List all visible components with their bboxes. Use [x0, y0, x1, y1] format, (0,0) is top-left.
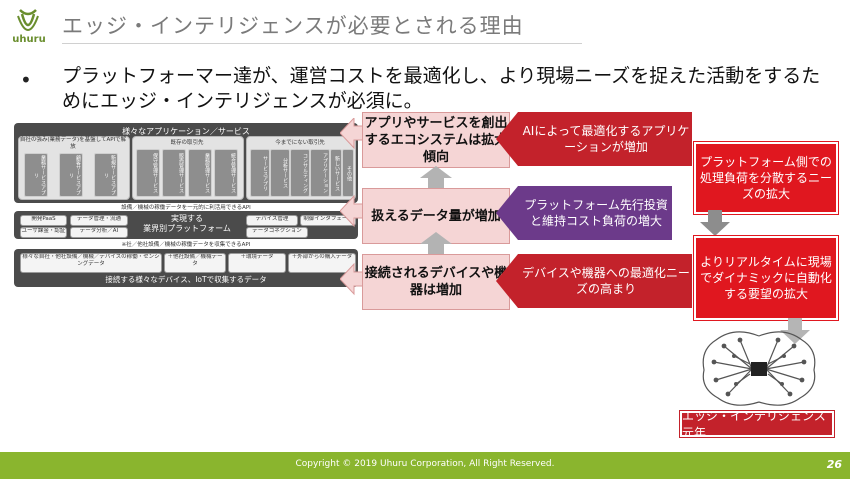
platform-item: 開発PaaS [20, 215, 67, 226]
app-column: 統合管理サービス [214, 149, 238, 197]
down-arrow-icon [780, 318, 810, 344]
page-number: 26 [826, 458, 842, 471]
down-arrow-icon [700, 210, 730, 236]
edge-intelligence-badge: エッジ・インテリジェンス元年 [679, 409, 835, 440]
group-label-existing: 既存の取引先 [170, 140, 204, 146]
footer-bar [0, 452, 850, 479]
devices-box: 接続されるデバイスや機器は増加 [362, 254, 510, 310]
platform-cost-arrow-label: プラットフォーム先行投資と維持コスト負荷の増大 [524, 198, 668, 228]
realtime-automation-box: よりリアルタイムに現場でダイナミックに自動化する要望の拡大 [693, 235, 839, 321]
app-column: 販売管理サービス [162, 149, 186, 197]
device-layer-title: 接続する様々なデバイス、IoTで収集するデータ [105, 275, 267, 284]
footer-copyright: Copyright © 2019 Uhuru Corporation, All … [295, 459, 555, 469]
platform-item: データ分析／AI [70, 227, 128, 238]
ai-apps-arrow-label: AIによって最適化するアプリケーションが増加 [522, 124, 690, 154]
group-label-own: 自社の強み(業務データ)を基盤してAPIで解放 [19, 137, 127, 150]
application-layer-title: 様々なアプリケーション／サービス [122, 127, 250, 136]
app-column: 分析サービス [270, 149, 290, 197]
logo-text: uhuru [12, 34, 46, 45]
device-optimization-arrow-label: デバイスや機器への最適化ニーズの高まり [522, 266, 690, 296]
architecture-diagram: 様々なアプリケーション／サービス 自社の強み(業務データ)を基盤してAPIで解放… [14, 123, 358, 288]
device-box: ＋外部からの購入データ [288, 253, 356, 273]
arrow-shapes-icon [496, 112, 692, 308]
app-column: サービスアプリ [250, 149, 270, 197]
app-column: 顧客サービスアプリ [59, 153, 83, 197]
app-column: 新規サービスアプリ [94, 153, 118, 197]
slide-title: エッジ・インテリジェンスが必要とされる理由 [62, 14, 524, 38]
api-strip-bottom: ※社／他社設備／機械の稼働データを収集できるAPI [121, 242, 251, 248]
bullet-text: プラットフォーマー達が、運営コストを最適化し、より現場ニーズを捉えた活動をするた… [62, 65, 821, 112]
up-arrows-icon [420, 166, 452, 254]
ai-brain-chip-icon [702, 331, 816, 406]
platform-item: データコネクション [246, 227, 308, 238]
app-column: その他 [342, 149, 354, 197]
bullet-marker: • [20, 68, 32, 92]
app-column: コンサルティング [290, 149, 310, 197]
ecosystem-box: アプリやサービスを創出するエコシステムは拡大傾向 [362, 112, 510, 168]
platform-item: データ管理・流通 [70, 215, 128, 226]
device-box: ＋他社設備／機械データ [164, 253, 226, 273]
title-divider [62, 43, 582, 44]
group-label-new: 今までにない取引先 [275, 140, 325, 146]
app-column: 新しいサービス [330, 149, 342, 197]
platform-title: 実現する 業界別プラットフォーム [143, 214, 231, 233]
platform-item: 制御インタフェース [300, 215, 356, 226]
platform-item: ユーザ課金・認証 [20, 227, 67, 238]
app-column: 業務サービスアプリ [24, 153, 48, 197]
device-box: ＋環境データ [228, 253, 286, 273]
app-column: 保守管理サービス [136, 149, 160, 197]
device-box: 様々な自社・他社設備／機械／デバイスの稼働・センシングデータ [20, 253, 162, 273]
app-column: アプリケーション [310, 149, 330, 197]
left-arrows-icon [340, 118, 374, 296]
app-column: 業務管理サービス [188, 149, 212, 197]
uhuru-logo-icon [17, 9, 39, 31]
platform-item: デバイス管理 [246, 215, 298, 226]
load-distribution-box: プラットフォーム側での処理負荷を分散するニーズの拡大 [693, 141, 839, 215]
api-strip-top: 設備／機械の稼働データを一元的に利活用できるAPI [121, 205, 251, 211]
